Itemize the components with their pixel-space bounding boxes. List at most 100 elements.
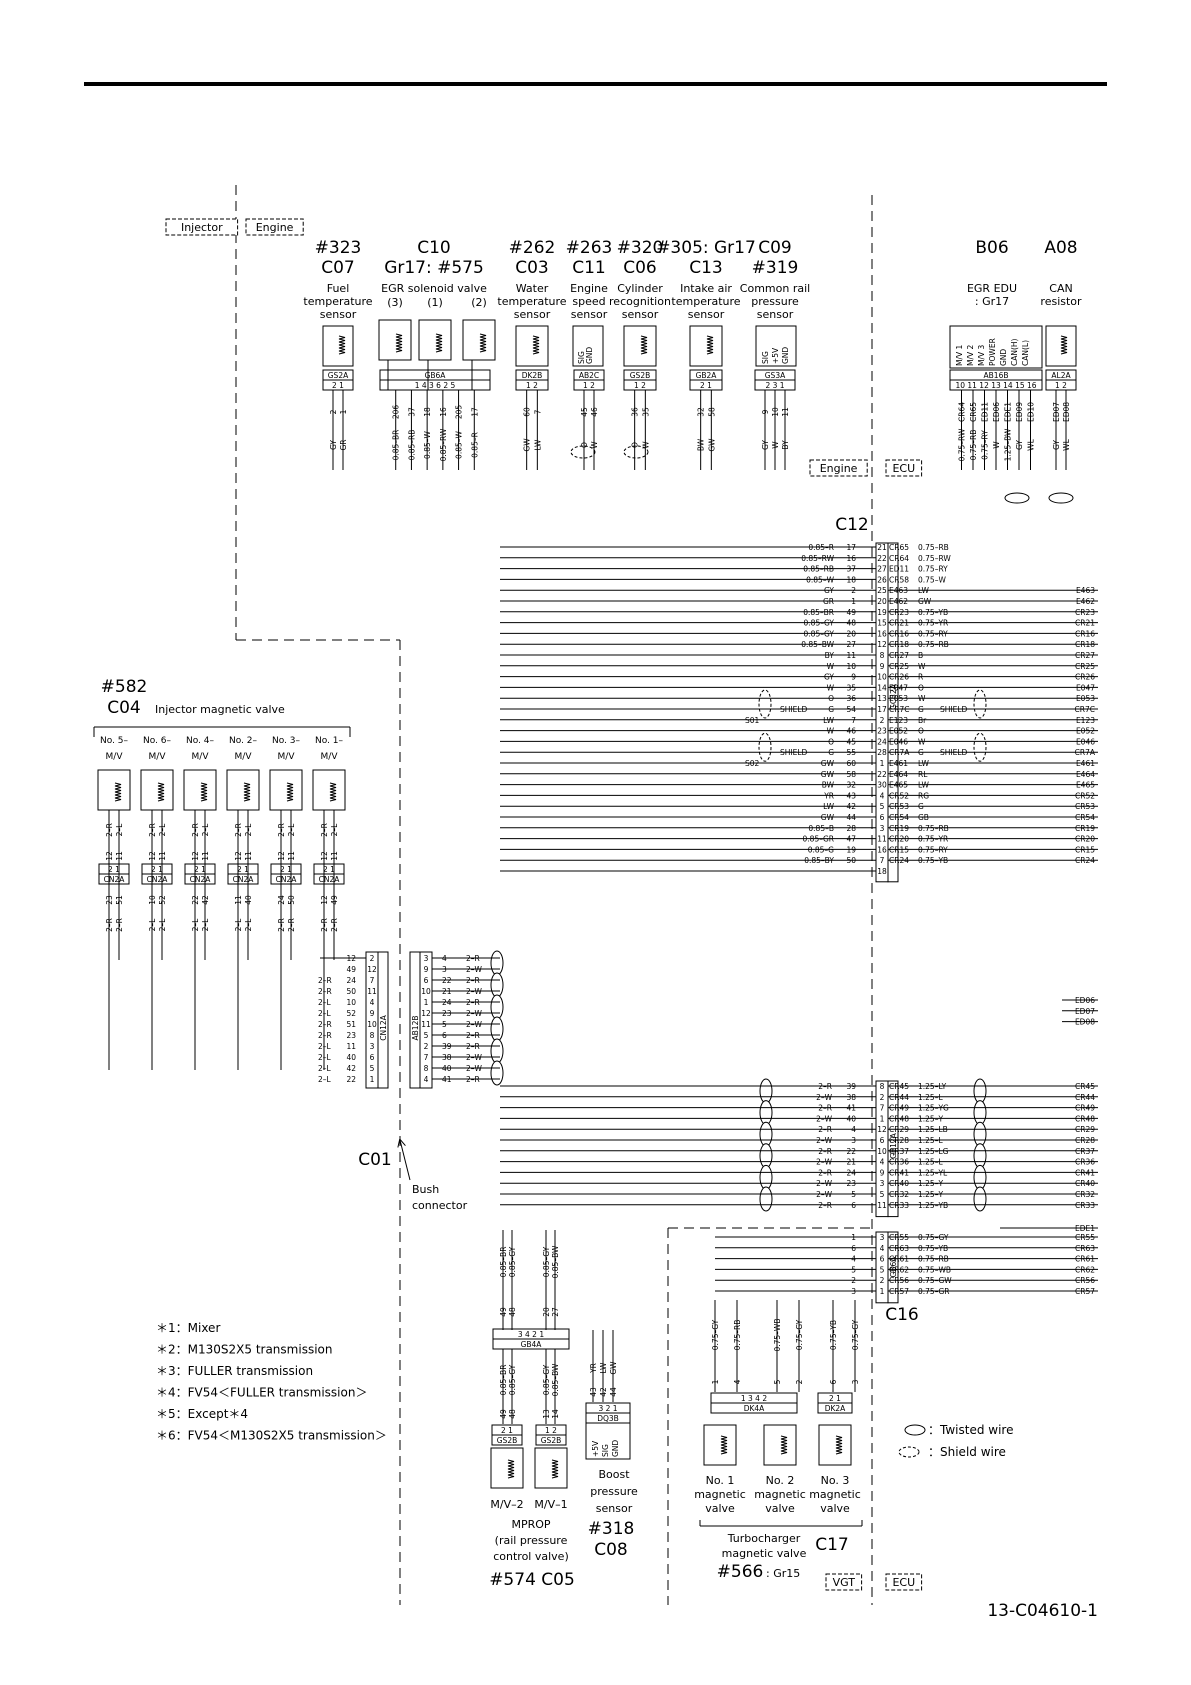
ab12b-pin-number: 5 bbox=[424, 1031, 429, 1040]
gb12a-wire-color: 1.25–LB bbox=[918, 1125, 948, 1134]
c12-right-terminal: CR7A bbox=[1075, 748, 1096, 757]
c12-pin-number: 19 bbox=[877, 608, 887, 617]
c17-wire-number: 5 bbox=[773, 1379, 782, 1384]
region-injector-box bbox=[165, 218, 239, 236]
injector-wire-color: 2–R bbox=[320, 823, 329, 837]
c12-connector-name: GC32A bbox=[889, 683, 898, 710]
gb12a-terminal: CR28 bbox=[1075, 1136, 1095, 1145]
wire-color: W bbox=[641, 441, 650, 449]
c04-title: Injector magnetic valve bbox=[155, 703, 285, 716]
footnote: ＊4：FV54＜FULLER transmission＞ bbox=[156, 1386, 367, 1400]
c16-circuit: CR61 bbox=[889, 1255, 909, 1264]
c12-left-wire-number: 9 bbox=[851, 673, 856, 682]
wire-number: 58 bbox=[707, 407, 716, 417]
wire-color: 0.75–RY bbox=[981, 430, 990, 460]
connector-name: DK2B bbox=[522, 371, 543, 380]
wire-number: 46 bbox=[590, 407, 599, 417]
boost-caption: pressure bbox=[590, 1485, 638, 1498]
injector-wire-number: 11 bbox=[287, 851, 296, 861]
gb12a-pin: 10 bbox=[877, 1147, 887, 1156]
c01-left-wire-color: 2–R bbox=[318, 1020, 332, 1029]
c16-connector-name: GB6A bbox=[889, 1256, 898, 1278]
wire-color: GR bbox=[339, 439, 348, 450]
c17-caption: Turbocharger bbox=[727, 1532, 801, 1545]
ab12b-pin-number: 10 bbox=[421, 987, 431, 996]
wire-number: 2 bbox=[329, 409, 338, 414]
mprop-caption: control valve) bbox=[493, 1550, 569, 1563]
egr-solenoid bbox=[378, 319, 412, 361]
component-number: #320 bbox=[617, 238, 664, 258]
component-description: EGR EDU bbox=[967, 282, 1017, 295]
component-code: C11 bbox=[572, 258, 606, 278]
wire-color: GY bbox=[1015, 440, 1024, 450]
c12-left-wire-number: 20 bbox=[846, 629, 856, 638]
region-engine: Engine bbox=[256, 221, 294, 234]
wire-color: GY bbox=[1052, 440, 1061, 450]
wire-number: 10 bbox=[771, 407, 780, 417]
component-description: sensor bbox=[688, 308, 725, 321]
ede1-terminal: EDE1 bbox=[1075, 1224, 1095, 1233]
gb12a-pin: 12 bbox=[877, 1125, 887, 1134]
c17-wire-number: 6 bbox=[829, 1379, 838, 1384]
egr-edu-body bbox=[949, 325, 1043, 369]
c12-right-circuit: E046 bbox=[889, 737, 908, 746]
cylinder-recognition-sensor-coil bbox=[640, 335, 648, 355]
ab12b-pin-number: 11 bbox=[421, 1020, 431, 1029]
c12-left-wire-color: BW bbox=[822, 781, 835, 790]
injector-pin-numbers: 2 1 bbox=[108, 865, 120, 874]
component-description: : Gr17 bbox=[975, 295, 1009, 308]
injector-wire-color: 2–R bbox=[287, 918, 296, 932]
wire-color: 0.85–RW bbox=[439, 428, 448, 461]
region-engine-2-box bbox=[809, 459, 868, 477]
gb4a-pin-numbers: 3 4 2 1 bbox=[518, 1330, 544, 1339]
egr-sub-label: (3) bbox=[387, 296, 403, 309]
bush-label: Bush bbox=[412, 1183, 439, 1196]
engine-speed-pin-label: GND bbox=[585, 347, 594, 364]
c12-pin-number: 16 bbox=[877, 845, 887, 854]
connector-pin-numbers: 10 11 12 13 14 15 16 bbox=[955, 381, 1036, 390]
connector-name: AB16B bbox=[984, 371, 1009, 380]
c12-pin-number: 18 bbox=[877, 867, 887, 876]
gb12a-circuit: CR37 bbox=[889, 1147, 909, 1156]
mprop-wire-color: 0.85–GY bbox=[508, 1246, 517, 1277]
c12-right-wire-color: 0.75–RY bbox=[918, 845, 948, 854]
fuel-temp-sensor-body bbox=[322, 325, 354, 367]
wire-number: 7 bbox=[533, 409, 542, 414]
gb12a-wire-color: 2–W bbox=[816, 1114, 833, 1123]
component-description: EGR solenoid valve bbox=[381, 282, 487, 295]
c01-pin-number: 12 bbox=[367, 965, 377, 974]
c12-right-circuit: E465 bbox=[889, 781, 908, 790]
connector-pins bbox=[379, 379, 491, 391]
wire-number: ED10 bbox=[1027, 402, 1036, 422]
injector-wire-color: 2–R bbox=[148, 823, 157, 837]
c12-right-circuit: E463 bbox=[889, 586, 908, 595]
component-code: C06 bbox=[623, 258, 657, 278]
legend-twisted-symbol bbox=[904, 1424, 926, 1436]
gb12a-pin: 9 bbox=[880, 1168, 885, 1177]
common-rail-pressure-body bbox=[755, 325, 797, 367]
twisted-pair-symbol bbox=[490, 994, 504, 1020]
c12-right-circuit: ED11 bbox=[889, 565, 909, 574]
gb12a-circuit: CR45 bbox=[889, 1082, 909, 1091]
c12-right-wire-color: 0.75–RB bbox=[918, 640, 949, 649]
gb12a-pin: 5 bbox=[880, 1190, 885, 1199]
injector-wire-number: 12 bbox=[320, 851, 329, 861]
ab12b-pin-number: 1 bbox=[424, 998, 429, 1007]
injector-wire-color: 2–L bbox=[158, 823, 167, 837]
wire-number: ED06 bbox=[992, 402, 1001, 422]
c17-wire-number: 2 bbox=[795, 1379, 804, 1384]
c16-wire-number: 5 bbox=[851, 1265, 856, 1274]
c16-pin: 5 bbox=[880, 1265, 885, 1274]
ab12b-wire-number: 21 bbox=[442, 987, 452, 996]
injector-coil bbox=[200, 782, 208, 802]
c01-left-wire-number: 12 bbox=[346, 954, 356, 963]
wire-number: ED07 bbox=[1052, 402, 1061, 422]
twisted-pair-symbol bbox=[490, 1016, 504, 1042]
connector-pins bbox=[573, 379, 605, 391]
injector-pin-numbers: 2 1 bbox=[237, 865, 249, 874]
c01-left-wire-number: 50 bbox=[346, 987, 356, 996]
ab12b-pin-number: 6 bbox=[424, 976, 429, 985]
mprop-sub-id bbox=[491, 1434, 523, 1446]
c12-left-wire-color: 0.85–GR bbox=[803, 835, 834, 844]
